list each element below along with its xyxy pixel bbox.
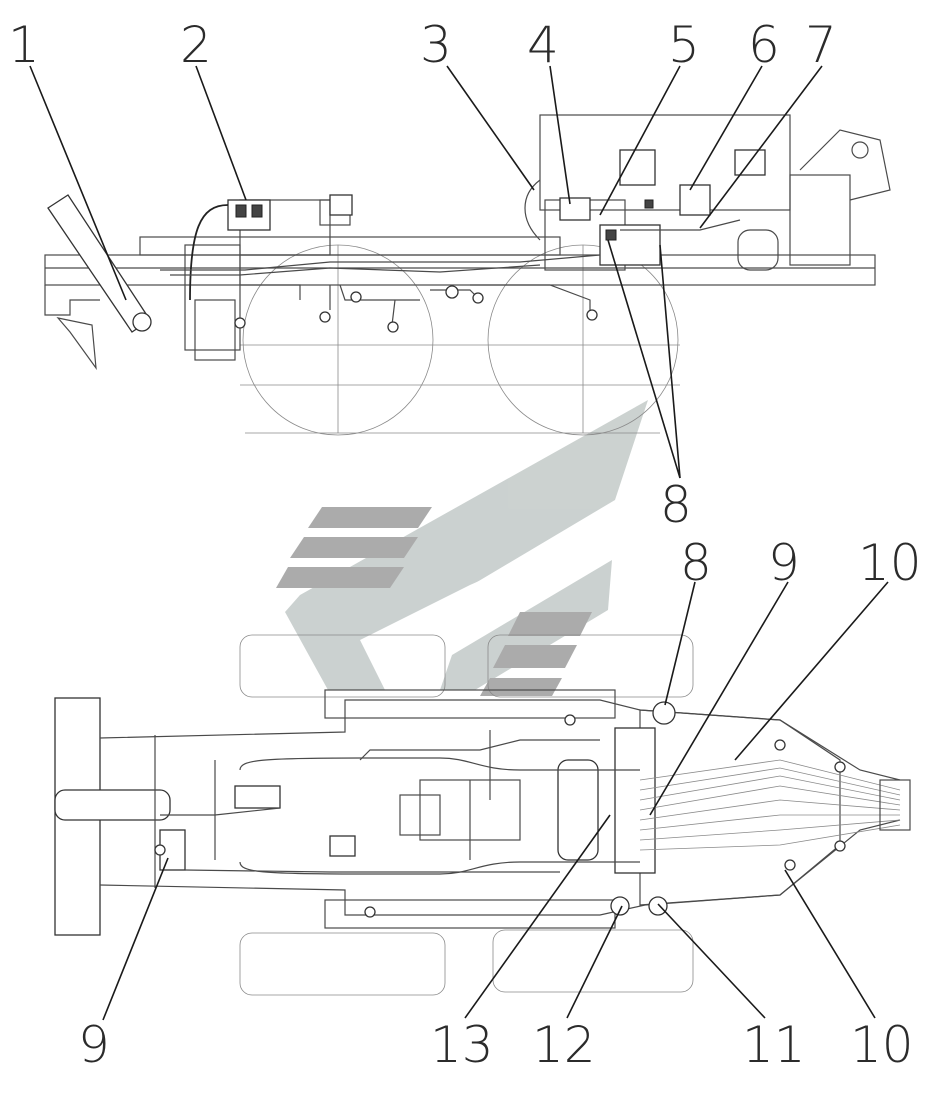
callout-labels-bottom: 8 9 10 9 13 12 11 10: [78, 534, 922, 1075]
callout-13: 13: [430, 1016, 494, 1074]
callout-6: 6: [748, 16, 780, 74]
leader-lines: [29, 65, 889, 1021]
tipping-cylinder: [47, 194, 151, 333]
callout-8: 8: [660, 476, 692, 534]
logo-bar-3: [276, 567, 404, 588]
callout-9-rear: 9: [78, 1016, 110, 1074]
callout-10-front: 10: [850, 1016, 914, 1074]
callout-4: 4: [527, 16, 559, 74]
logo-bar-2: [290, 537, 418, 558]
callout-9-plan: 9: [768, 534, 800, 592]
logo-bar-5: [493, 645, 577, 668]
callout-5: 5: [668, 16, 700, 74]
callout-10-plan: 10: [858, 534, 922, 592]
callout-3: 3: [420, 16, 452, 74]
tow-hook: [56, 317, 97, 371]
callout-12: 12: [532, 1016, 596, 1074]
callout-1: 1: [8, 16, 40, 74]
callout-2: 2: [180, 16, 212, 74]
harness-bundle: [639, 759, 911, 851]
logo-bar-4: [508, 612, 592, 636]
callout-7: 7: [805, 16, 837, 74]
watermark-logo: [276, 400, 648, 696]
callout-labels-top: 1 2 3 4 5 6 7 8: [8, 16, 837, 535]
logo-chevron-large: [285, 400, 648, 690]
plan-view-drawing: [54, 634, 911, 996]
air-tank: [557, 759, 599, 861]
logo-bar-1: [308, 507, 432, 528]
callout-11: 11: [742, 1016, 806, 1074]
brake-valve-2: [227, 199, 271, 231]
callout-8-plan: 8: [680, 534, 712, 592]
logo-chevron-inner: [360, 522, 612, 690]
side-view-drawing: [44, 114, 891, 436]
logo-bar-6: [480, 678, 562, 696]
